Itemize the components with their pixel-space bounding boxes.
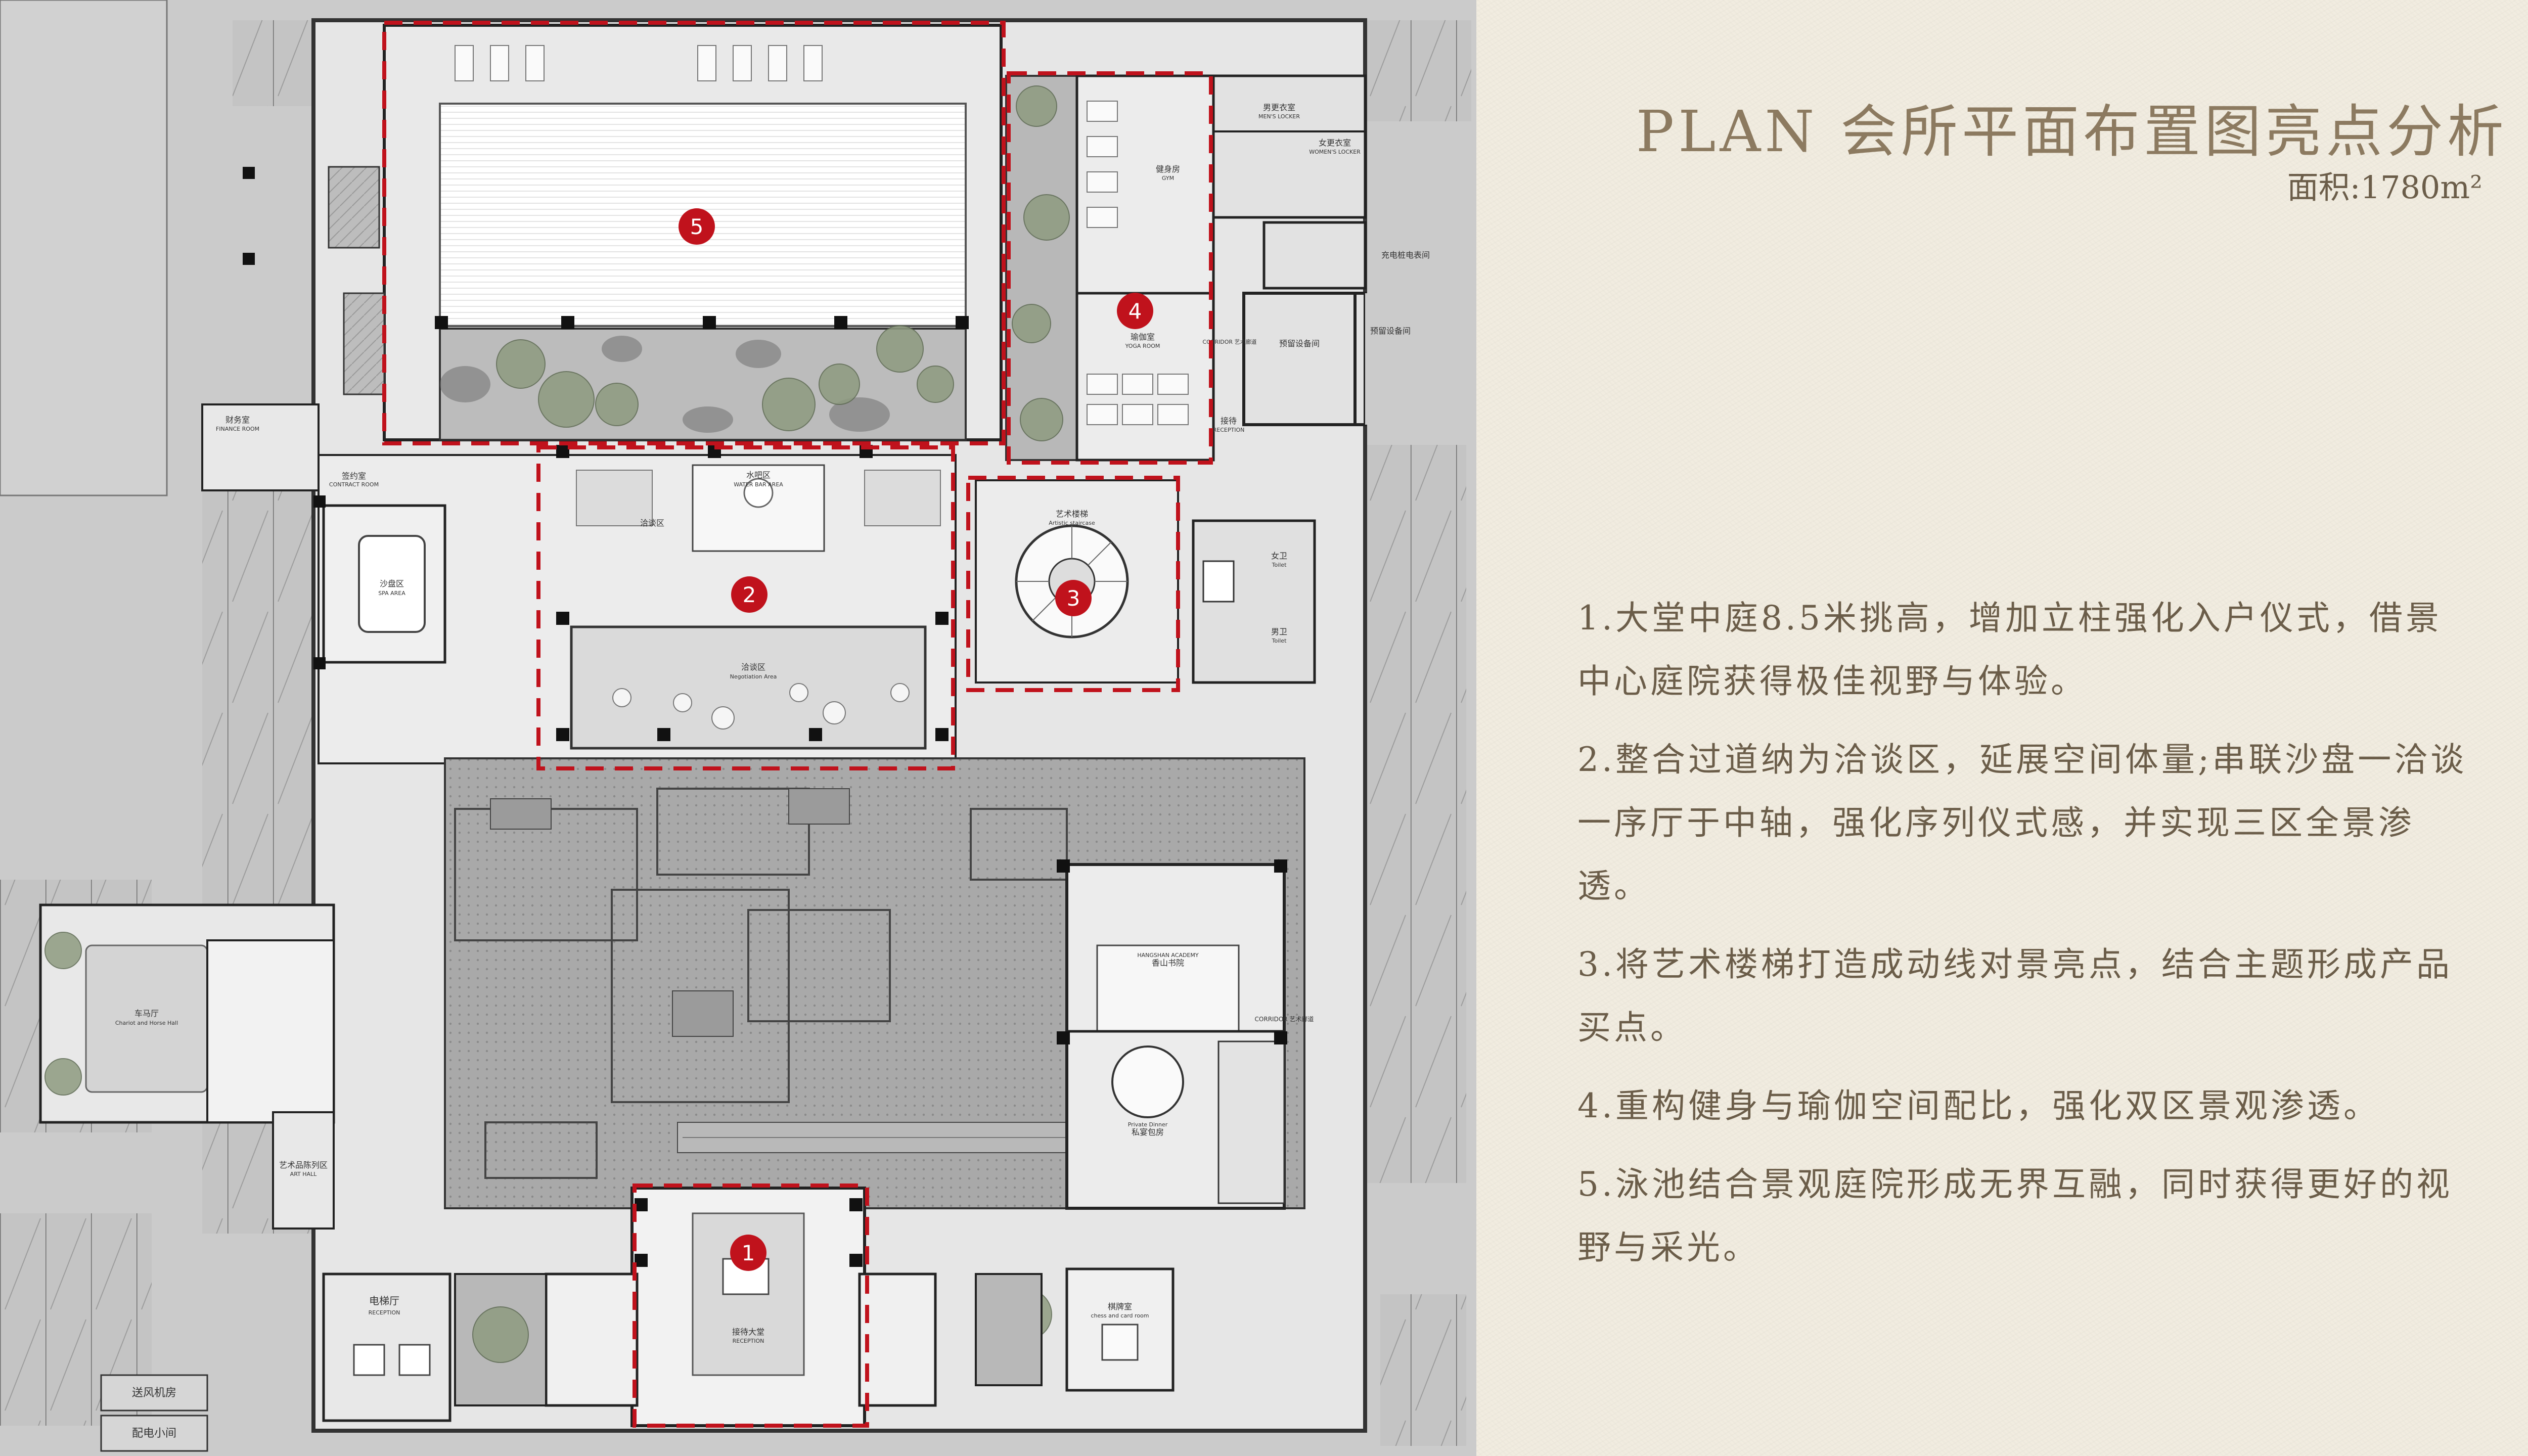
label-contract: 签约室: [342, 471, 366, 481]
label-toilet-m: 男卫: [1271, 627, 1287, 636]
label-chariot-en: Chariot and Horse Hall: [115, 1020, 178, 1026]
label-reception-desk-en: RECEPTION: [1213, 427, 1245, 433]
dining-table: [1111, 1045, 1184, 1118]
area-label: 面积:1780m²: [2287, 169, 2482, 206]
highlight-zone-1: [633, 1184, 869, 1428]
label-finance-en: FINANCE ROOM: [216, 426, 259, 432]
label-chess: 棋牌室: [1108, 1302, 1132, 1311]
marker-1-number: 1: [742, 1241, 755, 1265]
sand-table: [358, 535, 426, 633]
label-reception: 接待大堂: [732, 1327, 764, 1337]
label-gym-en: GYM: [1162, 175, 1174, 181]
label-reserved-2: 预留设备间: [1370, 326, 1411, 336]
label-water-bar-en: WATER BAR AREA: [734, 481, 783, 488]
label-reception-desk: 接待: [1221, 416, 1237, 426]
marker-3-number: 3: [1067, 586, 1080, 611]
marker-2: 2: [731, 576, 768, 613]
label-yoga: 瑜伽室: [1131, 332, 1155, 342]
label-male-locker: 男更衣室: [1263, 103, 1295, 112]
label-art-stair: 艺术楼梯: [1056, 509, 1088, 519]
label-sand-table: 沙盘区: [380, 579, 404, 588]
parking-area: [1380, 1294, 1466, 1446]
highlight-zone-3: [966, 476, 1180, 692]
label-elevator-hall-en: RECEPTION: [369, 1309, 400, 1316]
label-academy: 香山书院: [1152, 958, 1184, 968]
floor-plan: 水吧区 WATER BAR AREA 洽谈区 Negotiation Area …: [0, 0, 1476, 1456]
negotiation-area: [570, 625, 927, 750]
marker-1: 1: [730, 1235, 766, 1271]
label-toilet-m-en: Toilet: [1272, 638, 1287, 644]
label-chess-en: chess and card room: [1091, 1312, 1149, 1319]
marker-5: 5: [679, 208, 715, 245]
label-toilet-f: 女卫: [1271, 551, 1287, 561]
marker-2-number: 2: [743, 582, 756, 607]
label-sand-table-en: SPA AREA: [378, 590, 405, 597]
label-private-dining-en: Private Dinner: [1128, 1121, 1168, 1128]
garden-trees: [496, 325, 954, 431]
note-4: 4.重构健身与瑜伽空间配比，强化双区景观渗透。: [1577, 1086, 2380, 1125]
label-art-stair-en: Artistic staircase: [1049, 520, 1095, 526]
label-finance: 财务室: [225, 415, 250, 425]
label-male-locker-en: MEN'S LOCKER: [1258, 113, 1300, 120]
label-water-bar: 水吧区: [746, 470, 771, 480]
parking-area: [1365, 20, 1471, 121]
label-negotiation: 洽谈区: [741, 662, 765, 672]
marker-4: 4: [1117, 293, 1153, 329]
marker-4-number: 4: [1128, 299, 1142, 324]
label-charging-room: 充电桩电表间: [1381, 250, 1430, 260]
highlight-zone-5: [382, 21, 1006, 445]
label-female-locker-en: WOMEN'S LOCKER: [1309, 149, 1361, 155]
label-chariot: 车马厅: [134, 1009, 159, 1018]
label-art-hall: 艺术品陈列区: [279, 1160, 328, 1170]
note-5: 5.泳池结合景观庭院形成无界互融，同时获得更好的视野与采光。: [1577, 1165, 2453, 1267]
label-corridor-1: CORRIDOR 艺术廊道: [1202, 338, 1256, 345]
highlight-zone-4: [1007, 71, 1213, 465]
label-toilet-f-en: Toilet: [1272, 562, 1287, 568]
note-3: 3.将艺术楼梯打造成动线对景亮点，结合主题形成产品买点。: [1577, 945, 2453, 1047]
floor-plan-drawing: 水吧区 WATER BAR AREA 洽谈区 Negotiation Area …: [0, 0, 1471, 1452]
label-negotiation-top: 洽谈区: [640, 518, 664, 528]
label-corridor-2: CORRIDOR 艺术廊道: [1255, 1015, 1314, 1023]
label-art-hall-en: ART HALL: [290, 1171, 318, 1177]
label-negotiation-en: Negotiation Area: [730, 673, 777, 680]
label-academy-en: HANGSHAN ACADEMY: [1137, 952, 1199, 959]
highlight-zone-2: [536, 445, 955, 770]
label-elevator-hall: 电梯厅: [369, 1295, 399, 1307]
label-reception-en: RECEPTION: [733, 1338, 764, 1344]
marker-5-number: 5: [690, 214, 704, 239]
highlight-notes: 1.大堂中庭8.5米挑高，增加立柱强化入户仪式，借景中心庭院获得极佳视野与体验。…: [1577, 586, 2477, 1294]
note-2: 2.整合过道纳为洽谈区，延展空间体量;串联沙盘一洽谈一序厅于中轴，强化序列仪式感…: [1577, 740, 2467, 905]
label-power-room: 配电小间: [132, 1427, 176, 1440]
label-female-locker: 女更衣室: [1319, 138, 1351, 148]
marker-3: 3: [1055, 580, 1092, 616]
label-fan-room: 送风机房: [132, 1387, 176, 1399]
highlight-zones: [382, 21, 1213, 1428]
note-1: 1.大堂中庭8.5米挑高，增加立柱强化入户仪式，借景中心庭院获得极佳视野与体验。: [1577, 599, 2442, 701]
label-contract-en: CONTRACT ROOM: [329, 481, 379, 488]
label-private-dining: 私宴包房: [1132, 1127, 1164, 1137]
label-gym: 健身房: [1156, 164, 1180, 174]
label-reserved-1: 预留设备间: [1279, 339, 1320, 348]
label-yoga-en: YOGA ROOM: [1125, 343, 1160, 349]
analysis-panel: PLAN 会所平面布置图亮点分析 面积:1780m² 1.大堂中庭8.5米挑高，…: [1476, 0, 2528, 1456]
page-title: PLAN 会所平面布置图亮点分析: [1636, 99, 2508, 165]
